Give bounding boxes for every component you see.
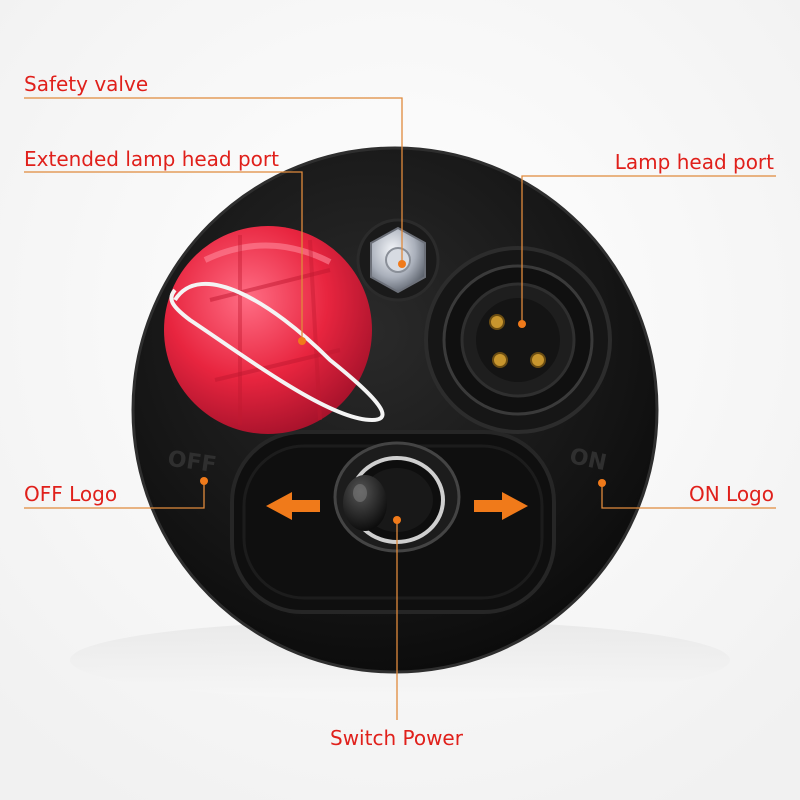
pin-2	[492, 352, 508, 368]
safety-valve-bolt	[356, 218, 440, 302]
label-safety-valve: Safety valve	[24, 72, 149, 96]
extended-port-cap	[164, 226, 372, 434]
toggle-knob	[343, 475, 387, 531]
cap-string	[169, 281, 385, 423]
label-on-logo: ON Logo	[688, 482, 774, 506]
label-switch-power: Switch Power	[330, 726, 463, 750]
pin-3	[530, 352, 546, 368]
leader-lines	[24, 97, 776, 720]
toggle-switch	[333, 441, 461, 553]
leader-dots	[200, 260, 606, 524]
right-arrow-icon	[474, 492, 528, 520]
lamp-head-port-connector	[424, 246, 612, 434]
label-lamp-head-port: Lamp head port	[614, 150, 774, 174]
label-off-logo: OFF Logo	[24, 482, 118, 506]
pin-1	[489, 314, 505, 330]
label-extended-lamp-head-port: Extended lamp head port	[24, 147, 279, 171]
left-arrow-icon	[266, 492, 320, 520]
